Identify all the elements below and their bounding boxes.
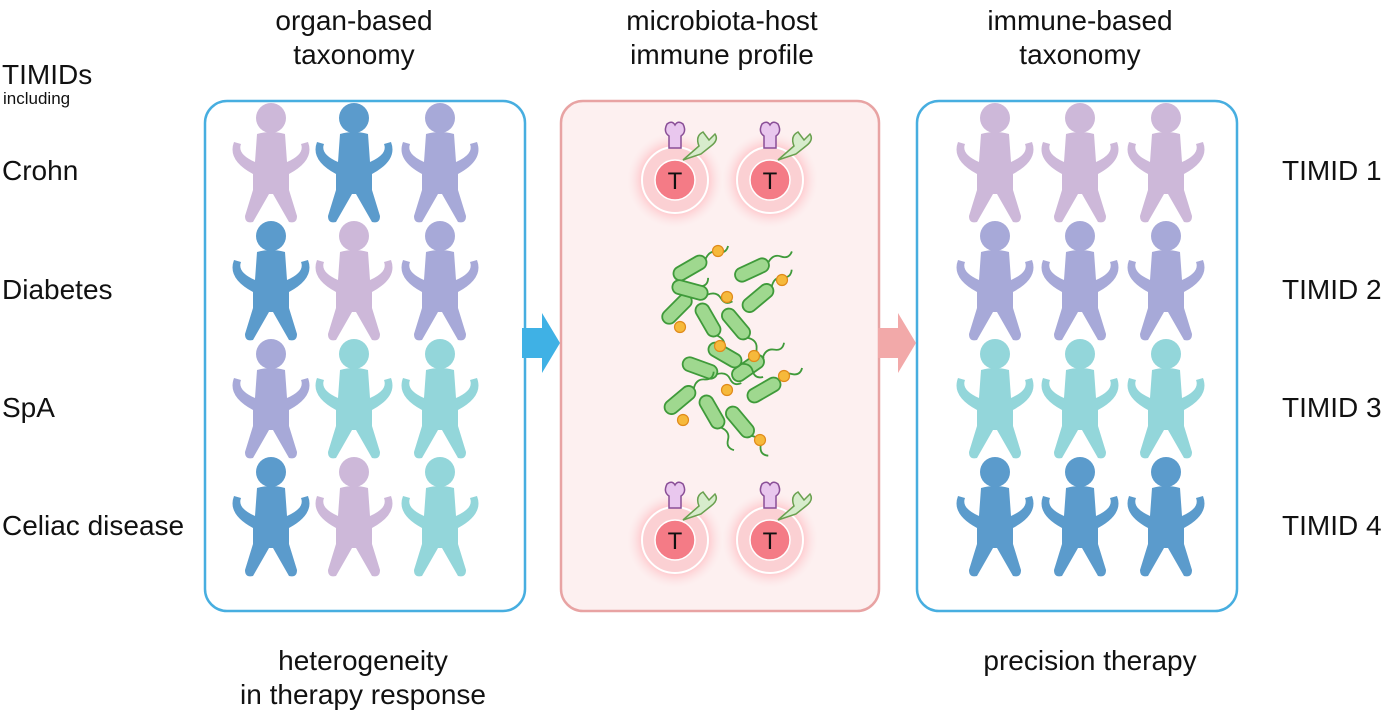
bacterium-icon	[734, 251, 793, 283]
disease-label-diabetes: Diabetes	[2, 274, 113, 305]
timid-label-1: TIMID 1	[1282, 155, 1382, 186]
bacterium-icon	[681, 356, 742, 386]
footer-left-line-1: heterogeneity	[278, 645, 448, 676]
heading-immune-based: immune-based taxonomy	[987, 4, 1172, 72]
t-cell-label: T	[668, 168, 683, 195]
heading-left-line-1: organ-based	[275, 5, 433, 36]
metabolite-dot-icon	[777, 369, 791, 383]
bacterium-icon	[663, 371, 715, 415]
footer-heterogeneity: heterogeneity in therapy response	[240, 644, 486, 712]
heading-right-line-1: immune-based	[987, 5, 1173, 36]
t-cells-group: T T T T	[627, 121, 818, 588]
metabolite-dot-icon	[753, 433, 767, 447]
metabolite-dot-icon	[711, 244, 725, 258]
metabolite-dot-icon	[673, 320, 687, 334]
metabolite-dot-icon	[713, 339, 727, 353]
timid-label-2: TIMID 2	[1282, 274, 1382, 305]
bacterium-icon	[698, 394, 735, 451]
group-title: TIMIDs	[2, 59, 93, 90]
metabolite-dot-icon	[676, 413, 690, 427]
metabolite-dot-icon	[747, 349, 761, 363]
heading-organ-based: organ-based taxonomy	[275, 4, 432, 72]
t-cell-label: T	[763, 168, 778, 195]
right-people-grid	[956, 103, 1205, 577]
t-cell-icon: T	[722, 121, 818, 228]
arrow-right-blue-icon	[522, 313, 560, 373]
t-cell-label: T	[668, 528, 683, 555]
group-subtitle: including	[3, 89, 71, 108]
footer-right-line-1: precision therapy	[983, 645, 1197, 676]
heading-right-line-2: taxonomy	[1019, 39, 1141, 70]
timid-label-4: TIMID 4	[1282, 510, 1382, 541]
heading-microbiota-host: microbiota-host immune profile	[626, 4, 817, 72]
heading-middle-line-1: microbiota-host	[626, 5, 818, 36]
metabolite-dot-icon	[720, 383, 734, 397]
t-cell-icon: T	[627, 121, 723, 228]
t-cell-icon: T	[722, 481, 818, 588]
heading-middle-line-2: immune profile	[630, 39, 814, 70]
disease-label-spa: SpA	[2, 392, 55, 423]
t-cell-icon: T	[627, 481, 723, 588]
microbiota-group	[661, 244, 803, 457]
metabolite-dot-icon	[775, 273, 789, 287]
footer-precision-therapy: precision therapy	[983, 644, 1196, 678]
left-people-grid	[232, 103, 479, 577]
footer-left-line-2: in therapy response	[240, 679, 486, 710]
metabolite-dot-icon	[720, 290, 734, 304]
disease-label-celiac: Celiac disease	[2, 510, 185, 541]
timid-label-3: TIMID 3	[1282, 392, 1382, 423]
disease-label-crohn: Crohn	[2, 155, 79, 186]
t-cell-label: T	[763, 528, 778, 555]
heading-left-line-2: taxonomy	[293, 39, 415, 70]
arrow-right-pink-icon	[878, 313, 916, 373]
